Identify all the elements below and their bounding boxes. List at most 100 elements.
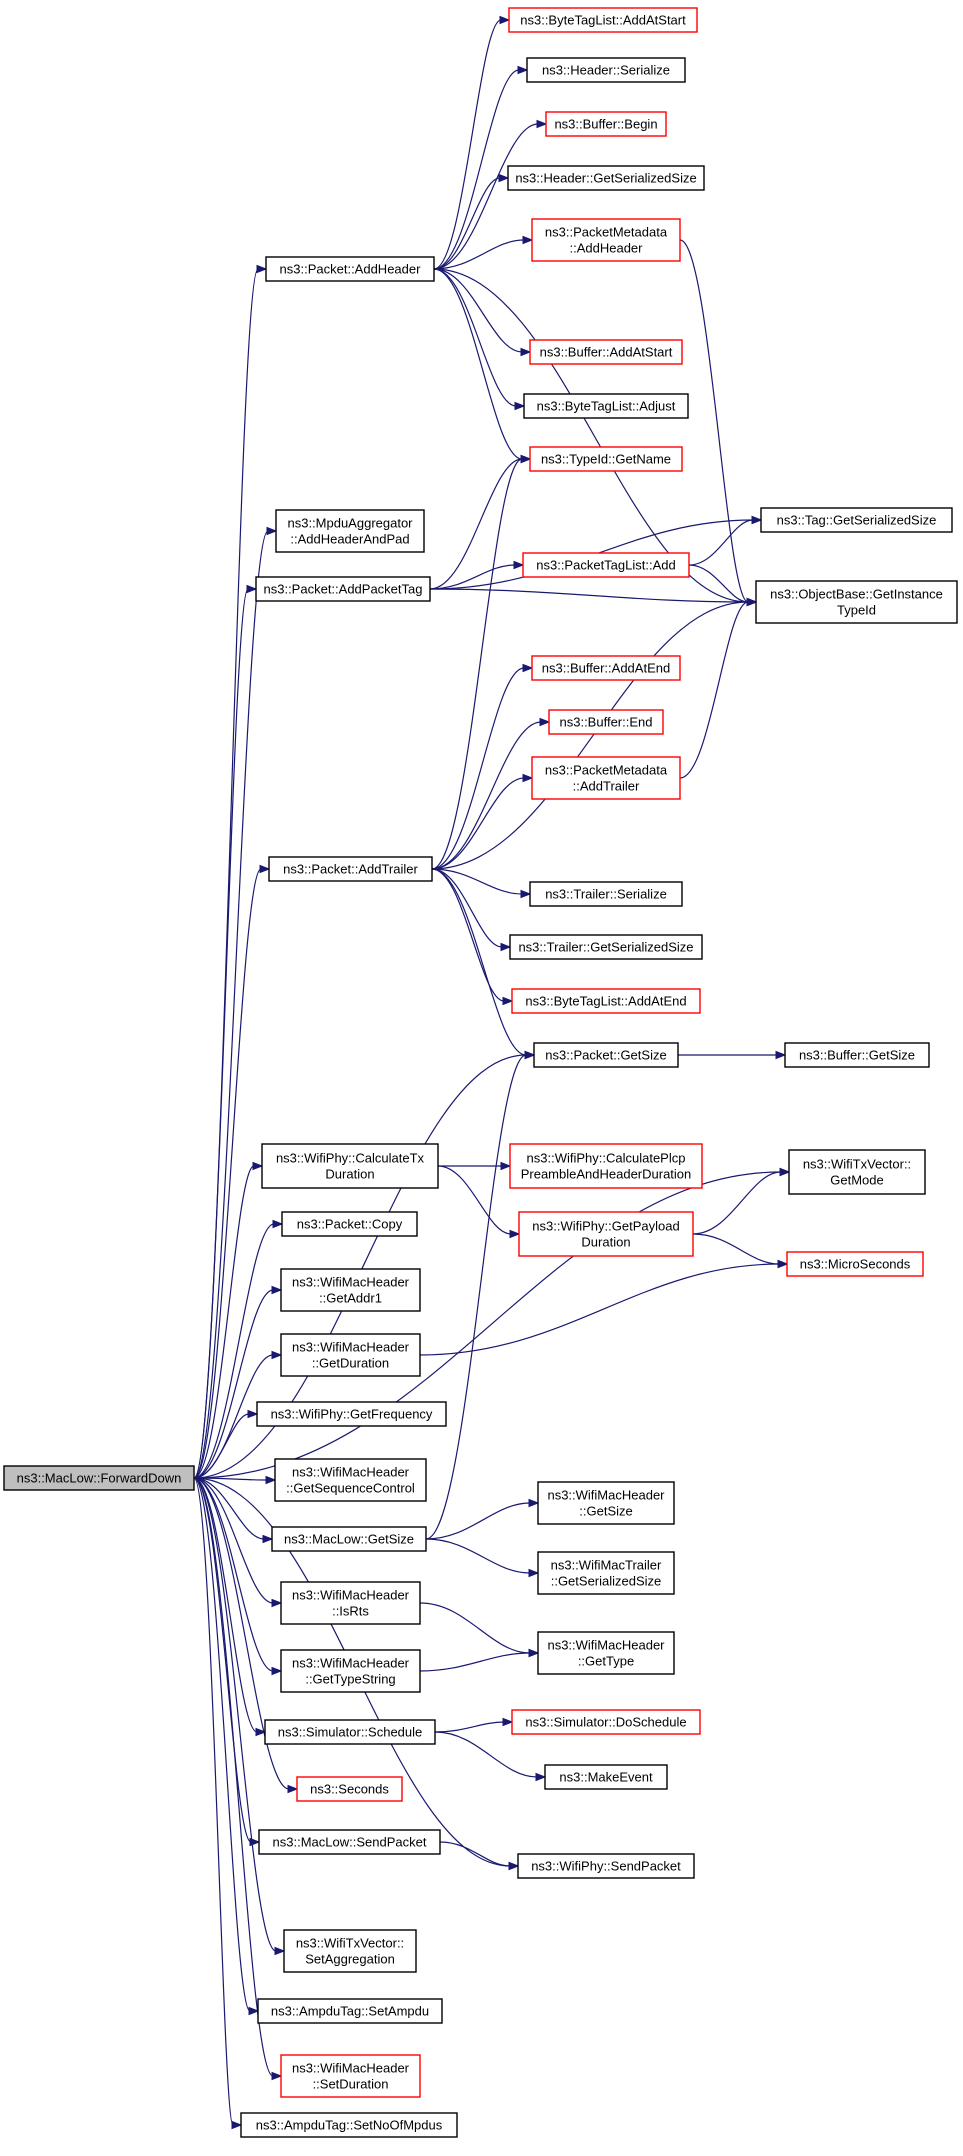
node-box bbox=[526, 57, 686, 83]
arrowhead bbox=[271, 1285, 283, 1295]
node-buf-addatstart[interactable]: ns3::Buffer::AddAtStart bbox=[529, 339, 683, 365]
node-maclowgetsize[interactable]: ns3::MacLow::GetSize bbox=[271, 1526, 427, 1552]
node-getfreq[interactable]: ns3::WifiPhy::GetFrequency bbox=[256, 1401, 447, 1427]
node-btl-adjust[interactable]: ns3::ByteTagList::Adjust bbox=[523, 393, 689, 419]
edge-addheader-to-hdr-serialize bbox=[433, 69, 520, 270]
node-hdr-getsersize[interactable]: ns3::Header::GetSerializedSize bbox=[507, 165, 705, 191]
node-box bbox=[544, 1764, 668, 1790]
node-isrts[interactable]: ns3::WifiMacHeader::IsRts bbox=[280, 1581, 421, 1625]
arrowhead bbox=[775, 1050, 787, 1060]
node-hdr-serialize[interactable]: ns3::Header::Serialize bbox=[526, 57, 686, 83]
node-trl-getsersize[interactable]: ns3::Trailer::GetSerializedSize bbox=[509, 934, 703, 960]
node-label: SetAggregation bbox=[305, 1952, 395, 1967]
node-txvec-getmode[interactable]: ns3::WifiTxVector::GetMode bbox=[788, 1149, 926, 1195]
node-trl-serialize[interactable]: ns3::Trailer::Serialize bbox=[529, 881, 683, 907]
node-sendpacket[interactable]: ns3::MacLow::SendPacket bbox=[258, 1829, 441, 1855]
node-pm-addheader[interactable]: ns3::PacketMetadata::AddHeader bbox=[531, 218, 681, 262]
edge-forwarddown-to-seconds bbox=[193, 1477, 290, 1790]
edge-forwarddown-to-gettypestring bbox=[193, 1477, 274, 1672]
node-box bbox=[261, 1143, 439, 1189]
arrowhead bbox=[513, 560, 525, 570]
edge-forwarddown-to-setampdu bbox=[193, 1477, 251, 2012]
node-pkt-getsize[interactable]: ns3::Packet::GetSize bbox=[533, 1042, 679, 1068]
node-buf-addatend[interactable]: ns3::Buffer::AddAtEnd bbox=[531, 655, 681, 681]
arrowhead bbox=[271, 1666, 283, 1676]
node-tag-getsersize[interactable]: ns3::Tag::GetSerializedSize bbox=[760, 507, 953, 533]
node-makeevent[interactable]: ns3::MakeEvent bbox=[544, 1764, 668, 1790]
node-microseconds[interactable]: ns3::MicroSeconds bbox=[786, 1251, 924, 1277]
node-btl-addatstart[interactable]: ns3::ByteTagList::AddAtStart bbox=[508, 7, 698, 33]
node-setampdu[interactable]: ns3::AmpduTag::SetAmpdu bbox=[257, 1998, 443, 2024]
node-forwarddown[interactable]: ns3::MacLow::ForwardDown bbox=[3, 1465, 195, 1491]
node-box bbox=[240, 2112, 458, 2138]
arrowhead bbox=[252, 1161, 264, 1171]
node-ptl-add[interactable]: ns3::PacketTagList::Add bbox=[522, 552, 690, 578]
node-addheader[interactable]: ns3::Packet::AddHeader bbox=[265, 256, 435, 282]
node-addtrailer[interactable]: ns3::Packet::AddTrailer bbox=[268, 856, 433, 882]
node-label: ns3::Tag::GetSerializedSize bbox=[777, 513, 937, 528]
edge-addheader-to-buf-begin bbox=[433, 123, 539, 270]
node-wmh-gettype[interactable]: ns3::WifiMacHeader::GetType bbox=[537, 1631, 675, 1675]
node-label: ::GetDuration bbox=[312, 1356, 389, 1371]
node-label: ns3::WifiPhy::GetPayload bbox=[532, 1219, 679, 1234]
node-mpduagg[interactable]: ns3::MpduAggregator::AddHeaderAndPad bbox=[275, 509, 425, 553]
arrowhead bbox=[528, 1498, 540, 1508]
edge-forwarddown-to-isrts bbox=[193, 1477, 274, 1604]
node-box bbox=[545, 111, 667, 137]
node-label: ns3::MacLow::ForwardDown bbox=[17, 1471, 182, 1486]
node-box bbox=[280, 1268, 421, 1312]
node-typeid-getname[interactable]: ns3::TypeId::GetName bbox=[529, 446, 683, 472]
arrowhead bbox=[514, 401, 526, 411]
node-phy-sendpacket[interactable]: ns3::WifiPhy::SendPacket bbox=[517, 1853, 695, 1879]
edge-getpayload-to-microseconds bbox=[692, 1233, 780, 1265]
node-label: ::IsRts bbox=[332, 1604, 369, 1619]
node-copy[interactable]: ns3::Packet::Copy bbox=[281, 1211, 418, 1237]
node-getaddr1[interactable]: ns3::WifiMacHeader::GetAddr1 bbox=[280, 1268, 421, 1312]
node-getseqctrl[interactable]: ns3::WifiMacHeader::GetSequenceControl bbox=[274, 1458, 427, 1502]
node-addpackettag[interactable]: ns3::Packet::AddPacketTag bbox=[255, 576, 431, 602]
arrowhead bbox=[536, 119, 548, 129]
node-gettypestring[interactable]: ns3::WifiMacHeader::GetTypeString bbox=[280, 1649, 421, 1693]
edge-addtrailer-to-pkt-getsize bbox=[431, 868, 527, 1056]
edge-ptl-add-to-objbase-gettypeid bbox=[688, 564, 749, 603]
node-btl-addatend[interactable]: ns3::ByteTagList::AddAtEnd bbox=[511, 988, 701, 1014]
node-wmt-getsersize[interactable]: ns3::WifiMacTrailer::GetSerializedSize bbox=[537, 1551, 675, 1595]
node-box bbox=[271, 1526, 427, 1552]
node-label: ns3::Buffer::GetSize bbox=[799, 1048, 915, 1063]
node-schedule[interactable]: ns3::Simulator::Schedule bbox=[264, 1719, 436, 1745]
edge-maclowgetsize-to-pkt-getsize bbox=[425, 1054, 527, 1540]
node-label: ::AddHeaderAndPad bbox=[290, 532, 409, 547]
edge-addtrailer-to-typeid-getname bbox=[431, 458, 523, 870]
node-calcplcp[interactable]: ns3::WifiPhy::CalculatePlcpPreambleAndHe… bbox=[509, 1143, 703, 1189]
arrowhead bbox=[262, 1534, 274, 1544]
arrowhead bbox=[528, 1648, 540, 1658]
node-box bbox=[531, 655, 681, 681]
arrowhead bbox=[746, 597, 758, 607]
node-box bbox=[517, 1853, 695, 1879]
node-wmh-getsize[interactable]: ns3::WifiMacHeader::GetSize bbox=[537, 1481, 675, 1525]
node-label: ns3::TypeId::GetName bbox=[541, 452, 671, 467]
arrowhead bbox=[247, 1409, 259, 1419]
node-setnoofmpdus[interactable]: ns3::AmpduTag::SetNoOfMpdus bbox=[240, 2112, 458, 2138]
edge-forwarddown-to-getaddr1 bbox=[193, 1289, 274, 1479]
node-box bbox=[264, 1719, 436, 1745]
node-seconds[interactable]: ns3::Seconds bbox=[296, 1776, 403, 1802]
node-label: ns3::Packet::GetSize bbox=[545, 1048, 666, 1063]
arrowhead bbox=[255, 1727, 267, 1737]
node-doschedule[interactable]: ns3::Simulator::DoSchedule bbox=[511, 1709, 701, 1735]
edge-sendpacket-to-phy-sendpacket bbox=[439, 1841, 511, 1867]
node-getduration[interactable]: ns3::WifiMacHeader::GetDuration bbox=[280, 1333, 421, 1377]
edge-forwarddown-to-sendpacket bbox=[193, 1477, 252, 1843]
node-setaggregation[interactable]: ns3::WifiTxVector::SetAggregation bbox=[283, 1929, 417, 1973]
node-setduration[interactable]: ns3::WifiMacHeader::SetDuration bbox=[280, 2054, 421, 2098]
arrowhead bbox=[524, 1050, 536, 1060]
node-box bbox=[257, 1998, 443, 2024]
arrowhead bbox=[520, 889, 532, 899]
node-buf-end[interactable]: ns3::Buffer::End bbox=[548, 709, 664, 735]
node-buf-begin[interactable]: ns3::Buffer::Begin bbox=[545, 111, 667, 137]
node-pm-addtrailer[interactable]: ns3::PacketMetadata::AddTrailer bbox=[531, 756, 681, 800]
node-buf-getsize[interactable]: ns3::Buffer::GetSize bbox=[784, 1042, 930, 1068]
